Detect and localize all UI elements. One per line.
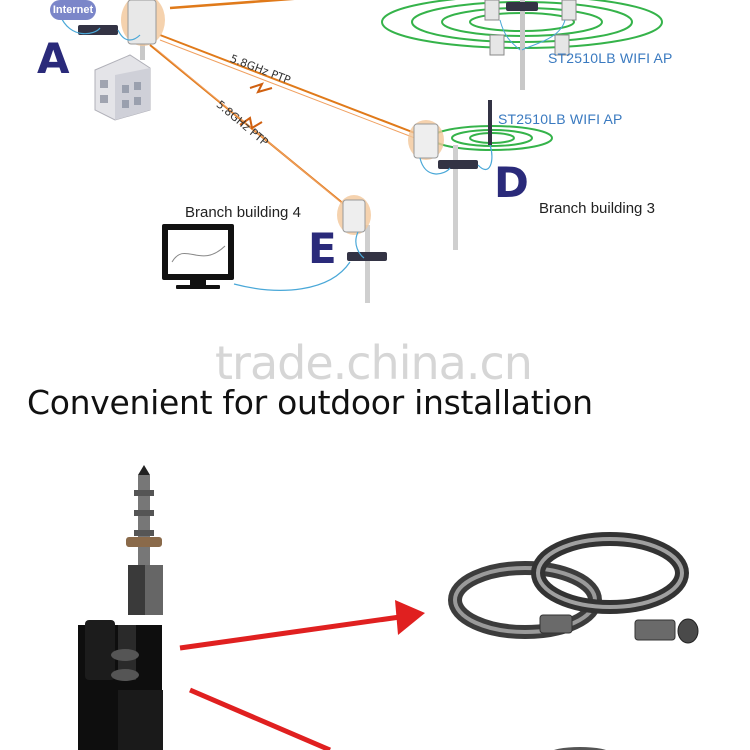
wifi-ap-label-top: ST2510LB WIFI AP xyxy=(548,50,673,66)
watermark: trade.china.cn xyxy=(215,336,533,390)
panel-antenna-d xyxy=(413,123,439,159)
mast-c xyxy=(520,0,525,90)
omni-antenna-photo xyxy=(126,465,163,615)
sector-antenna-a xyxy=(127,0,157,45)
branch-building-4-label: Branch building 4 xyxy=(185,204,301,221)
branch-building-3-label: Branch building 3 xyxy=(539,200,655,217)
hose-clamp-icon xyxy=(448,532,689,639)
router-d xyxy=(438,160,478,169)
ptp-beam-a-to-d xyxy=(159,34,421,141)
internet-badge: Internet xyxy=(50,0,96,20)
lightning-icon xyxy=(249,82,273,94)
wifi-ap-label-mid: ST2510LB WIFI AP xyxy=(498,111,623,127)
arrow-icon xyxy=(189,687,331,750)
ptp-beam-a-to-top xyxy=(169,0,295,10)
panel-antennas-top xyxy=(484,0,577,56)
mast-e xyxy=(365,225,370,303)
clamp-screw-icon xyxy=(539,614,699,644)
monitor-icon xyxy=(162,224,234,289)
omni-antenna-d xyxy=(488,100,492,145)
mast-d xyxy=(453,145,458,250)
mounting-pole xyxy=(78,620,163,750)
network-diagram xyxy=(59,0,663,303)
node-label-a: A xyxy=(37,34,70,83)
clamp-partial xyxy=(554,747,606,750)
node-label-e: E xyxy=(308,224,337,273)
node-label-d: D xyxy=(494,158,529,207)
arrow-icon xyxy=(179,600,425,651)
installation-illustration xyxy=(78,465,699,750)
router-e xyxy=(347,252,387,261)
page-title: Convenient for outdoor installation xyxy=(27,383,593,422)
panel-antenna-e xyxy=(342,199,366,233)
building-a xyxy=(94,54,151,121)
lightning-icon xyxy=(239,116,263,130)
